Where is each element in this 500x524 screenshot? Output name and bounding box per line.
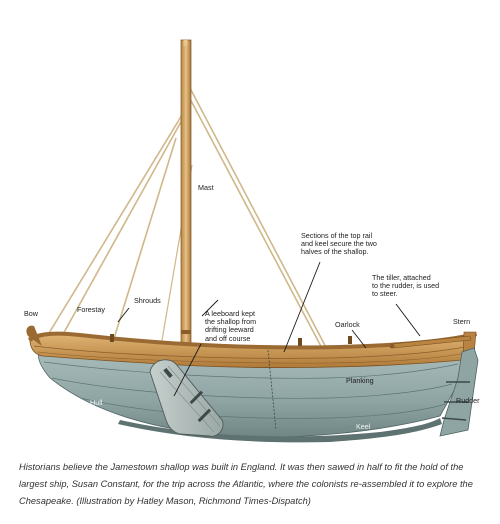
label-sections: Sections of the top rail and keel secure…	[301, 231, 377, 257]
label-keel: Keel	[356, 422, 371, 431]
halves-seam	[267, 349, 277, 431]
label-rudder: Rudder	[456, 396, 480, 405]
caption-text-before: Historians believe the Jamestown shallop…	[19, 462, 464, 489]
label-mast: Mast	[198, 183, 214, 192]
leader-lines	[117, 261, 421, 397]
hull-body	[38, 349, 463, 443]
label-hull: Hull	[90, 398, 103, 407]
label-tiller: The tiller, attached to the rudder, is u…	[372, 273, 440, 299]
rudder-blade	[439, 347, 479, 437]
label-planking: Planking	[346, 376, 374, 385]
leeboard	[149, 359, 224, 437]
caption-ship-name: Susan Constant	[71, 479, 138, 489]
label-stern: Stern	[453, 317, 471, 326]
shallop-illustration	[26, 39, 479, 443]
oarlocks	[110, 334, 352, 346]
figure-caption: Historians believe the Jamestown shallop…	[19, 459, 485, 510]
mast-spar	[180, 39, 192, 359]
tiller	[389, 335, 472, 349]
label-bow: Bow	[24, 309, 38, 318]
label-forestay: Forestay	[77, 305, 105, 314]
label-leeboard: A leeboard kept the shallop from driftin…	[205, 309, 257, 343]
caption-text-after: , for the trip across the Atlantic, wher…	[19, 479, 473, 506]
label-oarlock: Oarlock	[335, 320, 360, 329]
label-shrouds: Shrouds	[134, 296, 161, 305]
